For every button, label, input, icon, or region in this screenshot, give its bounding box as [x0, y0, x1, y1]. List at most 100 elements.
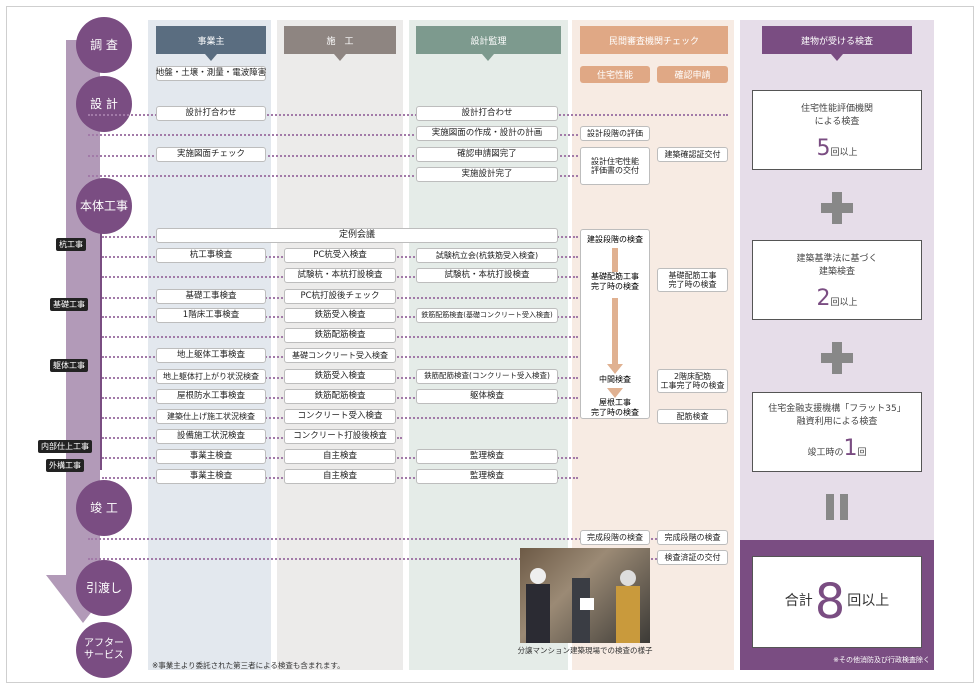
housing-construction-inspection: 建設段階の検査 — [582, 232, 648, 246]
owner-finish-inspection: 建築仕上げ施工状況検査 — [156, 409, 266, 424]
arrow-icon — [607, 388, 623, 398]
result-3-count: 1 — [843, 436, 858, 462]
result-3-label: 住宅金融支援機構「フラット35」 融資利用による検査 — [768, 404, 906, 427]
confirm-certificate: 建築確認証交付 — [657, 147, 728, 162]
equals-icon — [826, 494, 834, 520]
row-line — [88, 538, 728, 540]
plus-icon — [821, 342, 853, 374]
header-construction: 施 工 — [284, 26, 396, 54]
confirm-rebar: 配筋検査 — [657, 409, 728, 424]
construction-pile-check: PC杭打設後チェック — [284, 289, 396, 304]
confirm-completion: 完成段階の検査 — [657, 530, 728, 545]
housing-completion: 完成段階の検査 — [580, 530, 650, 545]
supervision-design-meeting: 設計打合わせ — [416, 106, 558, 121]
tag-exterior: 外構工事 — [46, 459, 84, 472]
result-1-count: 5 — [816, 136, 831, 162]
construction-concrete-receiving-2: コンクリート受入検査 — [284, 409, 396, 424]
supervision-inspection-1: 監理検査 — [416, 449, 558, 464]
result-box-2: 建築基準法に基づく 建築検査 2回以上 — [752, 240, 922, 320]
owner-inspection-1: 事業主検査 — [156, 449, 266, 464]
footnote: ※事業主より委託された第三者による検査も含まれます。 — [152, 661, 345, 670]
supervision-application-done: 確認申請図完了 — [416, 147, 558, 162]
owner-column — [148, 20, 271, 670]
header-confirm: 確認申請 — [657, 66, 728, 83]
construction-after-pour: コンクリート打設後検査 — [284, 429, 396, 444]
supervision-drawing-plan: 実施図面の作成・設計の計画 — [416, 126, 558, 141]
owner-pile-inspection: 杭工事検査 — [156, 248, 266, 263]
arrow-icon — [205, 54, 217, 61]
total-unit: 回以上 — [847, 593, 890, 610]
construction-rebar-arrangement-2: 鉄筋配筋検査 — [284, 389, 396, 404]
regular-meeting: 定例会議 — [156, 228, 558, 243]
phase-completion: 竣 工 — [76, 480, 132, 536]
owner-design-meeting: 設計打合わせ — [156, 106, 266, 121]
photo-caption: 分譲マンション建築現場での検査の様子 — [517, 646, 653, 655]
owner-frame-inspection: 地上躯体工事検査 — [156, 348, 266, 363]
construction-pile-driving: 試験杭・本杭打設検査 — [284, 268, 396, 283]
plus-icon — [821, 192, 853, 224]
result-box-1: 住宅性能評価機関 による検査 5回以上 — [752, 90, 922, 170]
owner-roof-inspection: 屋根防水工事検査 — [156, 389, 266, 404]
owner-floor-inspection: 1階床工事検査 — [156, 308, 266, 323]
construction-self-inspection-2: 自主検査 — [284, 469, 396, 484]
supervision-frame-rebar: 鉄筋配筋検査(コンクリート受入検査) — [416, 369, 558, 384]
row-line — [88, 155, 578, 157]
phase-handover: 引渡し — [76, 560, 132, 616]
row-line — [88, 134, 578, 136]
housing-flow-bar — [612, 248, 618, 366]
owner-foundation-inspection: 基礎工事検査 — [156, 289, 266, 304]
header-owner: 事業主 — [156, 26, 266, 54]
result-2-count: 2 — [816, 286, 831, 312]
owner-survey: 地盤・土壌・測量・電波障害 — [156, 66, 266, 81]
result-2-label: 建築基準法に基づく 建築検査 — [796, 254, 878, 277]
equals-icon — [840, 494, 848, 520]
total-box: 合計 8 回以上 — [752, 556, 922, 648]
header-supervision: 設計監理 — [416, 26, 561, 54]
construction-pc-pile: PC杭受入検査 — [284, 248, 396, 263]
owner-inspection-2: 事業主検査 — [156, 469, 266, 484]
arrow-icon — [334, 54, 346, 61]
total-note: ※その他消防及び行政検査除く — [833, 656, 930, 664]
frame — [6, 6, 974, 683]
tag-interior: 内部仕上工事 — [38, 440, 92, 453]
housing-roof-inspection: 屋根工事 完了時の検査 — [591, 398, 639, 417]
supervision-frame-inspection: 躯体検査 — [416, 389, 558, 404]
result-1-label: 住宅性能評価機関 による検査 — [800, 104, 873, 127]
total-count: 8 — [814, 574, 846, 630]
header-housing: 住宅性能 — [580, 66, 650, 83]
construction-rebar-receiving-2: 鉄筋受入検査 — [284, 369, 396, 384]
phase-construction: 本体工事 — [76, 178, 132, 234]
construction-rebar-arrangement: 鉄筋配筋検査 — [284, 328, 396, 343]
phase-survey: 調 査 — [76, 17, 132, 73]
confirm-foundation: 基礎配筋工事 完了時の検査 — [657, 268, 728, 292]
result-3-when: 竣工時の — [807, 448, 844, 459]
phase-after-service: アフター サービス — [76, 622, 132, 678]
construction-rebar-receiving: 鉄筋受入検査 — [284, 308, 396, 323]
timeline-line — [100, 225, 102, 470]
owner-drawing-check: 実施図面チェック — [156, 147, 266, 162]
site-photo — [520, 548, 650, 643]
supervision-pile-driving: 試験杭・本杭打設検査 — [416, 268, 558, 283]
confirm-second-floor: 2階床配筋 工事完了時の検査 — [657, 369, 728, 393]
result-3-unit: 回 — [857, 448, 867, 459]
result-2-unit: 回以上 — [830, 298, 858, 309]
housing-eval-issue: 設計住宅性能 評価書の交付 — [580, 147, 650, 185]
arrow-icon — [607, 364, 623, 374]
supervision-test-pile: 試験杭立会(杭鉄筋受入検査) — [416, 248, 558, 263]
housing-middle-inspection: 中間検査 — [599, 375, 631, 384]
housing-foundation-inspection: 基礎配筋工事 完了時の検査 — [582, 272, 648, 298]
owner-equipment-inspection: 設備施工状況検査 — [156, 429, 266, 444]
tag-pile: 杭工事 — [56, 238, 86, 251]
phase-design: 設 計 — [76, 76, 132, 132]
confirm-certificate-issue: 検査済証の交付 — [657, 550, 728, 565]
supervision-inspection-2: 監理検査 — [416, 469, 558, 484]
header-inspection: 民間審査機関チェック — [580, 26, 728, 54]
row-line — [88, 558, 728, 560]
total-label: 合計 — [784, 593, 813, 610]
construction-self-inspection-1: 自主検査 — [284, 449, 396, 464]
housing-design-eval: 設計段階の評価 — [580, 126, 650, 141]
row-line — [88, 175, 578, 177]
tag-foundation: 基礎工事 — [50, 298, 88, 311]
owner-frame-status: 地上躯体打上がり状況検査 — [156, 369, 266, 384]
result-box-3: 住宅金融支援機構「フラット35」 融資利用による検査 竣工時の1回 — [752, 392, 922, 472]
